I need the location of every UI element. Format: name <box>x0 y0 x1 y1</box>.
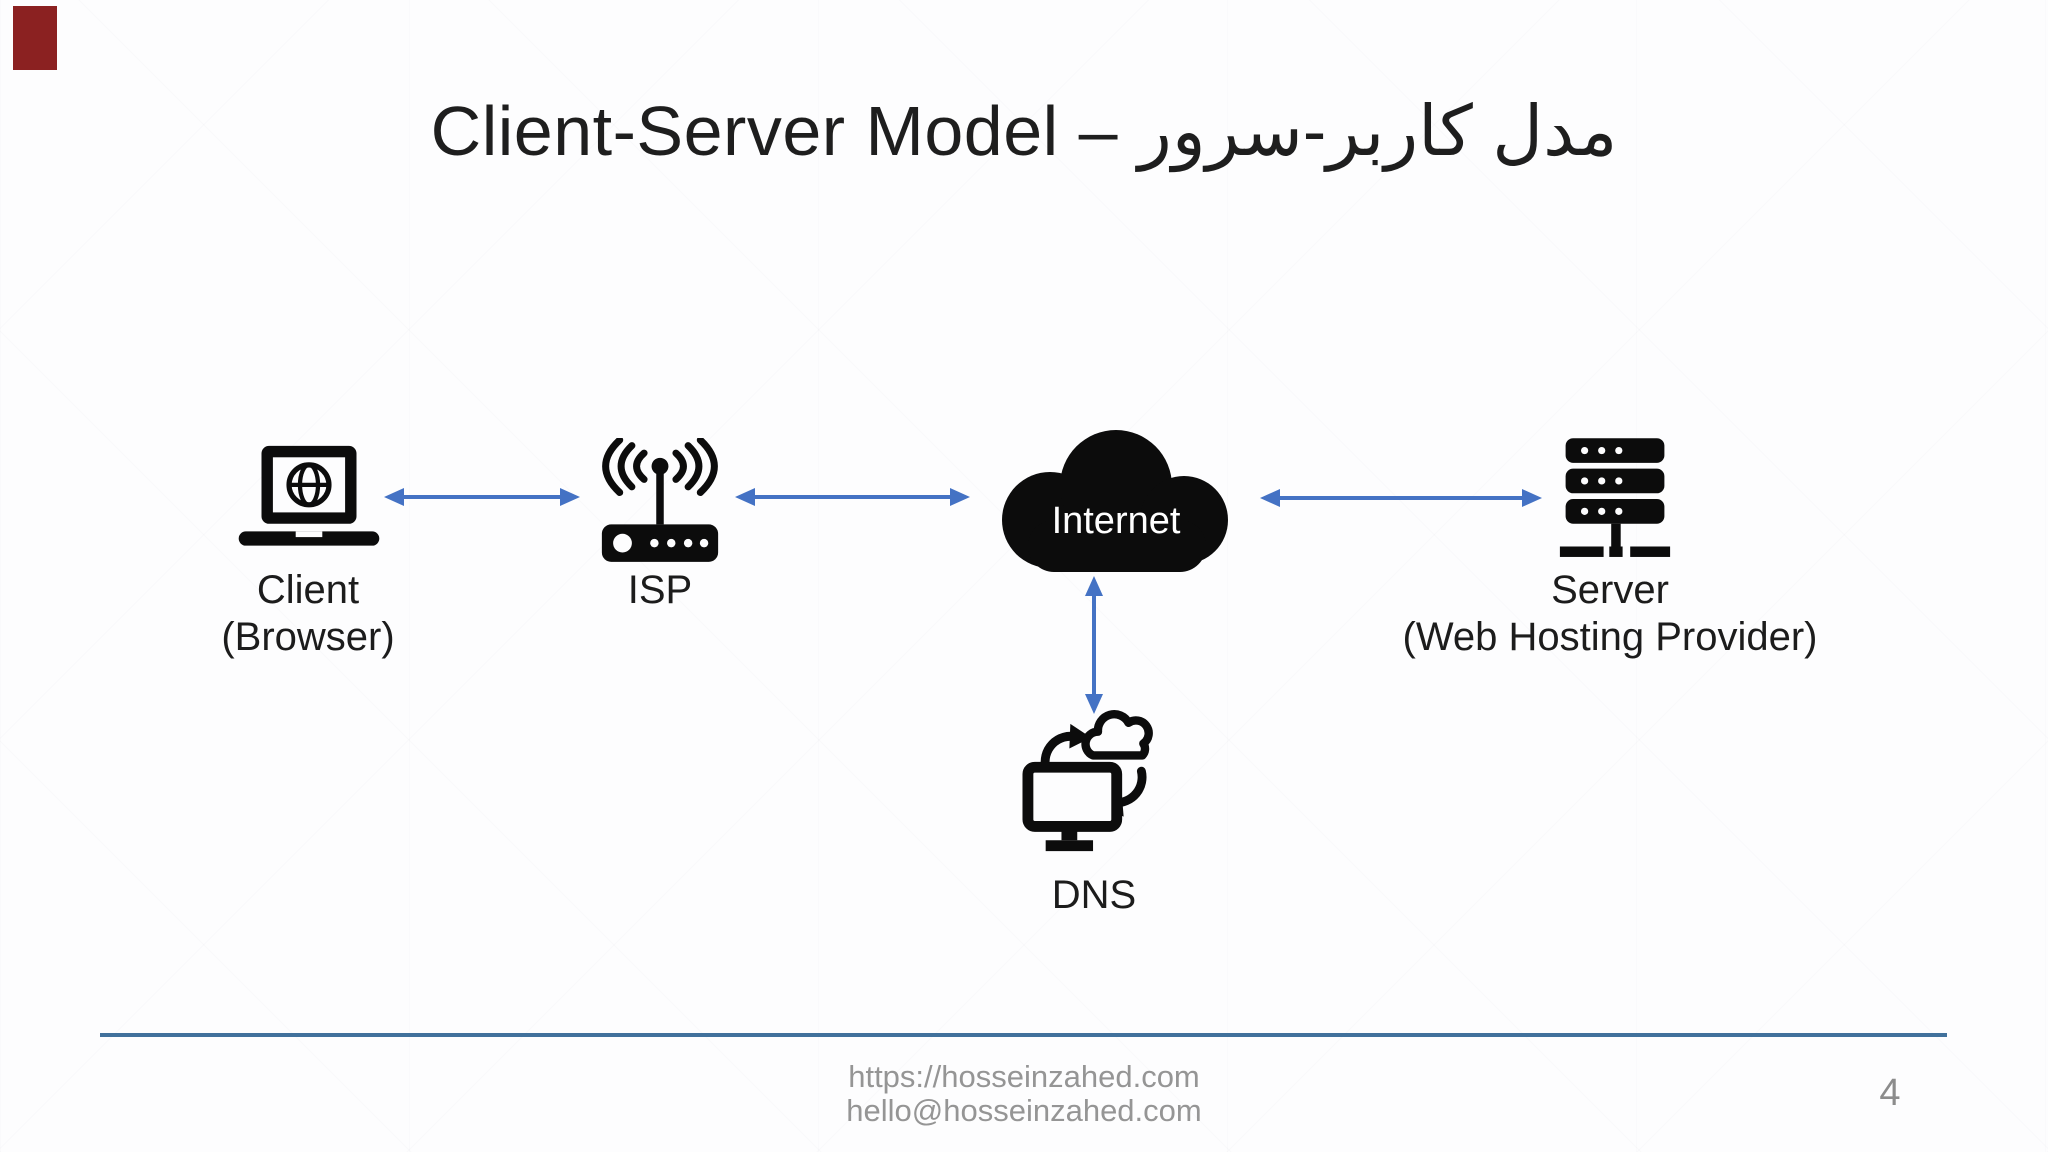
internet-node <box>988 424 1244 572</box>
client-label-line1: Client <box>256 568 360 612</box>
dns-node <box>1022 710 1170 860</box>
footer-divider <box>100 1033 1947 1037</box>
server-label: Server (Web Hosting Provider) <box>1375 567 1845 661</box>
footer-email: hello@hosseinzahed.com <box>846 1093 1202 1129</box>
isp-node <box>585 438 735 562</box>
dns-label: DNS <box>1051 873 1137 917</box>
server-rack-icon <box>1559 438 1671 557</box>
footer: https://hosseinzahed.com hello@hosseinza… <box>0 1059 2048 1129</box>
page-number: 4 <box>1879 1072 1901 1114</box>
footer-website: https://hosseinzahed.com <box>848 1059 1200 1094</box>
laptop-globe-icon <box>238 445 380 546</box>
arrow-isp-internet <box>735 488 970 506</box>
client-label-line2: (Browser) <box>221 615 395 660</box>
server-label-line1: Server <box>1551 568 1669 612</box>
wireless-router-icon <box>601 438 719 562</box>
server-label-line2: (Web Hosting Provider) <box>1402 615 1818 660</box>
client-label: Client (Browser) <box>108 567 508 661</box>
internet-label: Internet <box>1051 500 1181 542</box>
arrow-internet-dns <box>1085 576 1103 714</box>
slide-title: Client-Server Model – مدل کاربر-سرور <box>430 92 1618 170</box>
cloud-icon <box>1002 430 1228 572</box>
dns-cloud-sync-icon <box>1022 710 1153 852</box>
arrow-internet-server <box>1260 489 1542 507</box>
client-node <box>233 444 385 558</box>
arrow-client-isp <box>384 488 580 506</box>
isp-label: ISP <box>627 568 693 612</box>
server-node <box>1558 438 1672 560</box>
recording-indicator <box>13 6 57 70</box>
